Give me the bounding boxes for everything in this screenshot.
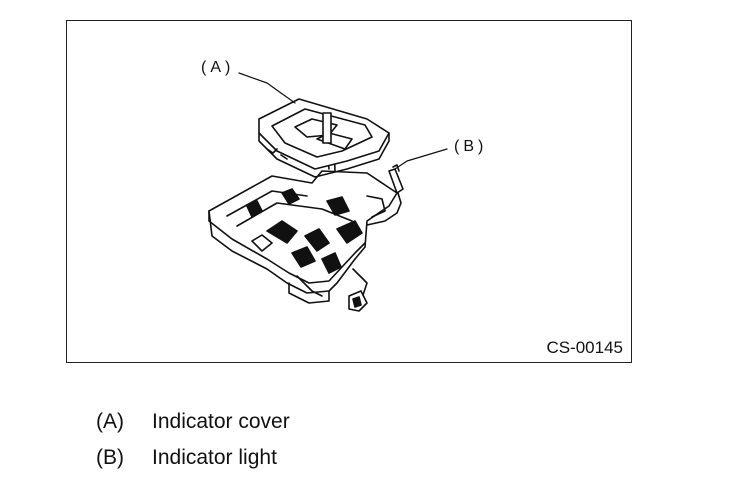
selector-base-plate: [208, 170, 398, 304]
legend: (A) Indicator cover (B) Indicator light: [96, 404, 290, 476]
selector-lever-assembly-illustration: [208, 72, 448, 312]
legend-item-b: (B) Indicator light: [96, 440, 290, 476]
harness-connector: [348, 268, 368, 312]
callout-a-leader: [238, 72, 296, 104]
figure-code: CS-00145: [546, 338, 623, 357]
indicator-light: [366, 164, 404, 226]
figure-frame: (A) (B) CS-00145: [66, 20, 632, 363]
legend-text: Indicator light: [152, 446, 277, 469]
legend-key: (B): [96, 446, 124, 469]
callout-label-a: (A): [201, 59, 235, 76]
callout-label-b: (B): [454, 138, 488, 155]
indicator-cover: [258, 98, 390, 178]
legend-item-a: (A) Indicator cover: [96, 404, 290, 440]
legend-text: Indicator cover: [152, 410, 290, 433]
callout-b-leader: [394, 148, 448, 170]
legend-key: (A): [96, 410, 124, 433]
